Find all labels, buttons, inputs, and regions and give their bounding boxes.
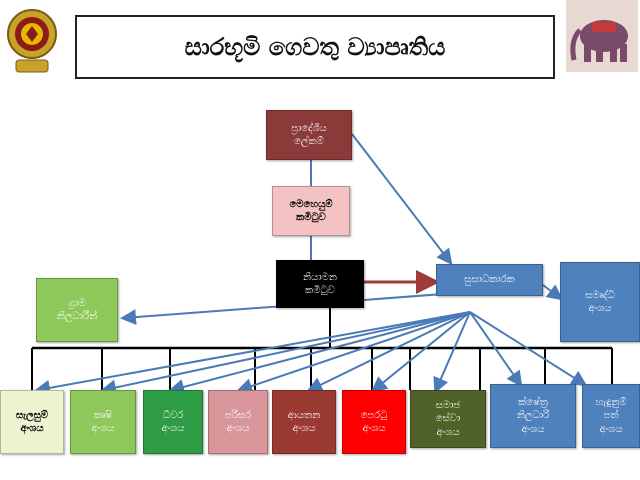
node-institutions: ආයතන අංශය bbox=[272, 390, 336, 454]
node-steering-committee: මෙහෙයුම් කමිටුව bbox=[272, 186, 350, 236]
sri-lanka-emblem bbox=[6, 4, 58, 80]
node-samurdhi: සමෘද්ධි අංශය bbox=[560, 262, 640, 342]
page-title: සාරභූමි ගෙවතු ව්‍යාපෘතිය bbox=[75, 15, 555, 79]
node-secretary: ප්‍රාදේශීය ලේකම් bbox=[266, 110, 352, 160]
node-agriculture: කෘෂි අංශය bbox=[70, 390, 136, 454]
node-planning: සැලසුම් අංශය bbox=[0, 390, 64, 454]
node-coordinator: සුසාධකාරක bbox=[436, 264, 543, 296]
node-executive-committee: නියාමන කමිටුව bbox=[276, 260, 364, 308]
node-environment: පරිසර අංශය bbox=[208, 390, 268, 454]
node-identity-card: හැඳුනුම් පත් අංශය bbox=[582, 384, 640, 448]
node-heritage: පෙරටු අංශය bbox=[342, 390, 406, 454]
node-fisheries: ධීවර අංශය bbox=[143, 390, 203, 454]
node-social-services: සමාජ සේවා අංශය bbox=[410, 390, 486, 448]
node-field-officers: ක්ෂේත්‍ර නිලධාරි අංශය bbox=[490, 384, 576, 448]
elephant-image bbox=[566, 0, 638, 72]
node-grama-niladhari: ග්‍රාම නිලධාරීන් bbox=[36, 278, 118, 342]
